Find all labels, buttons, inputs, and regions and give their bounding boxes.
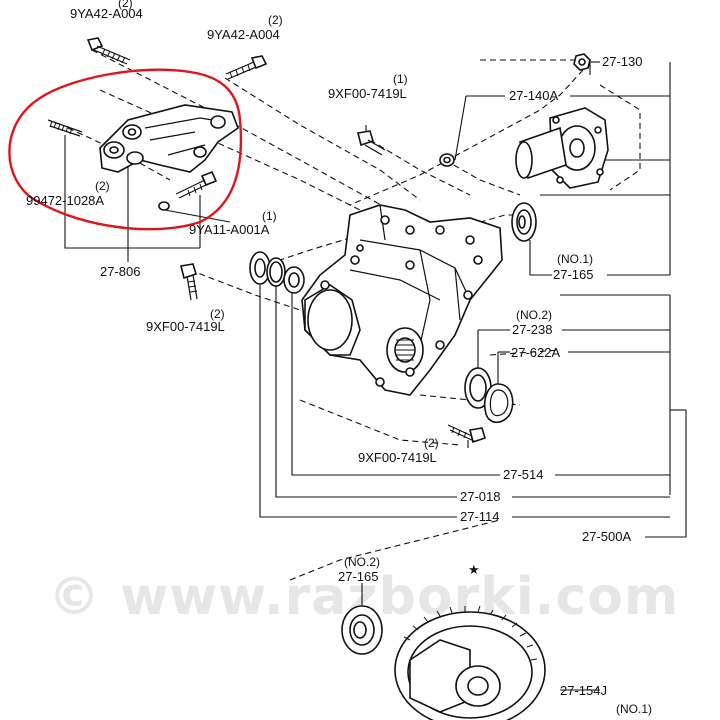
label-bearing-no1: (NO.1) 27-165 — [553, 252, 593, 282]
code-stud-left: 99472-1028A — [26, 193, 104, 208]
label-diff-gear: 27-154J (NO.1) — [560, 683, 652, 716]
bearing-27-165-no2 — [341, 605, 383, 655]
label-bolt-top-left: (2) 9YA42-A004 — [70, 0, 143, 21]
bolt-9xf00-upper — [357, 130, 386, 156]
code-seal-514: 27-514 — [503, 467, 543, 482]
qty-bolt-lower: (2) — [424, 436, 439, 450]
label-seal-no2: (NO.2) 27-238 — [512, 308, 552, 337]
bolt-9xf00-left — [180, 263, 198, 301]
highlight-ring — [8, 68, 243, 231]
code-bearing-no1: 27-165 — [553, 267, 593, 282]
code-diff-gear: 27-154J — [560, 683, 607, 698]
stud-99472 — [47, 119, 83, 137]
qty-stud-left: (2) — [95, 179, 110, 193]
oring-27-018 — [266, 257, 286, 287]
flange-27-140a — [515, 107, 609, 189]
label-bolt-upper: (1) 9XF00-7419L — [328, 72, 408, 101]
qty-seal-no2: (NO.2) — [516, 308, 552, 322]
code-assembly: 27-500A — [582, 529, 631, 544]
code-seal-114: 27-114 — [460, 509, 500, 524]
leader-lines — [64, 61, 687, 691]
qty-bolt-top-left: (2) — [118, 0, 133, 10]
code-flange: 27-140A — [509, 88, 558, 103]
bolt-9ya11 — [158, 170, 218, 211]
qty-diff-gear: (NO.1) — [616, 702, 652, 716]
qty-bolt-upper: (1) — [393, 72, 408, 86]
qty-bolt-lower-left: (2) — [210, 307, 225, 321]
code-bolt-upper: 9XF00-7419L — [328, 86, 407, 101]
qty-bearing-no2: (NO.2) — [344, 555, 380, 569]
transfer-case-housing — [301, 204, 503, 396]
label-bearing-no2: (NO.2) 27-165 — [338, 555, 380, 584]
qty-bolt-bracket: (1) — [262, 209, 277, 223]
seal-27-114 — [249, 251, 271, 285]
code-bolt-bracket: 9YA11-A001A — [189, 222, 270, 237]
label-bolt-lower: (2) 9XF00-7419L — [358, 436, 439, 465]
differential-gear-27-154j — [394, 605, 546, 720]
snap-ring-27-622a — [483, 383, 514, 424]
code-bearing-no2: 27-165 — [338, 569, 378, 584]
code-seal-no2: 27-238 — [512, 322, 552, 337]
bolt-9ya42-mid — [225, 55, 268, 80]
label-bolt-top-mid: (2) 9YA42-A004 — [207, 13, 283, 42]
seal-27-514 — [283, 266, 305, 294]
code-bracket: 27-806 — [100, 264, 140, 279]
nut-27-130 — [573, 53, 591, 71]
code-snap-ring: 27-622A — [511, 345, 560, 360]
code-bolt-top-left: 9YA42-A004 — [70, 6, 143, 21]
bracket-27-806 — [99, 104, 239, 173]
star-marker: ★ — [468, 562, 480, 577]
code-bolt-lower: 9XF00-7419L — [358, 450, 437, 465]
label-stud-left: (2) 99472-1028A — [26, 179, 110, 208]
label-bolt-lower-left: (2) 9XF00-7419L — [146, 307, 225, 334]
small-seal — [439, 153, 455, 167]
bolt-9ya42-left — [86, 37, 131, 65]
code-bolt-top-mid: 9YA42-A004 — [207, 27, 280, 42]
qty-bearing-no1: (NO.1) — [557, 252, 593, 266]
code-nut: 27-130 — [602, 54, 642, 69]
bearing-27-165-no1 — [511, 202, 537, 242]
code-oring-018: 27-018 — [460, 489, 500, 504]
label-bolt-bracket: (1) 9YA11-A001A — [189, 209, 277, 237]
code-bolt-lower-left: 9XF00-7419L — [146, 319, 225, 334]
qty-bolt-top-mid: (2) — [268, 13, 283, 27]
bolt-9xf00-lower — [447, 424, 486, 444]
